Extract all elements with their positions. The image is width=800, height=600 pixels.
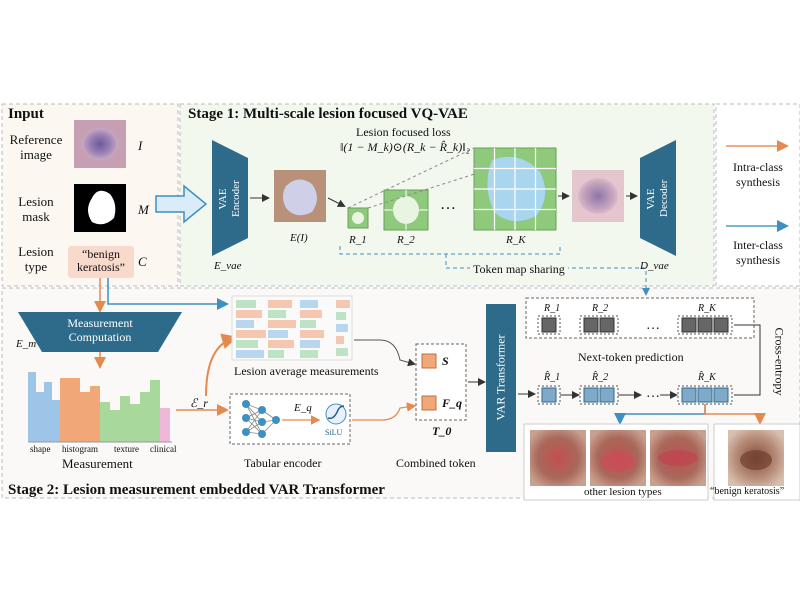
fq-symbol: F_q <box>442 396 463 410</box>
cross-entropy-label: Cross-entropy <box>772 327 787 396</box>
r2-label: R_2 <box>397 234 415 246</box>
input-heading: Input <box>8 106 44 122</box>
em-symbol: E_m <box>16 338 37 350</box>
bar-category-texture: texture <box>114 444 139 454</box>
rk-map <box>473 147 557 231</box>
reference-label: Reference image <box>9 132 63 162</box>
vae-decoder <box>640 140 676 256</box>
other-types-label: other lesion types <box>584 486 662 498</box>
legend-panel <box>715 103 800 287</box>
pred-r1-label: R̂_1 <box>544 372 561 383</box>
type-label: Lesion type <box>18 244 54 274</box>
target-tokens <box>541 317 729 333</box>
mask-label: Lesion mask <box>18 194 54 224</box>
loss-formula: ‖(1 − M_k)⊙(R_k − R̂_k)‖₂ <box>340 140 470 154</box>
measurement-box-label: Measurement Computation <box>67 316 133 344</box>
target-r1-label: R_1 <box>544 303 561 314</box>
stage1-title: Stage 1: Multi-scale lesion focused VQ-V… <box>188 106 468 122</box>
pred-ellipsis: … <box>646 386 660 401</box>
next-token-label: Next-token prediction <box>578 350 684 364</box>
tabular-encoder-label: Tabular encoder <box>244 456 322 470</box>
input-to-stage1-arrow <box>155 184 208 224</box>
lesion-average-grid <box>231 295 353 361</box>
pred-r2-label: R̂_2 <box>592 372 609 383</box>
lesion-type-box <box>68 246 134 278</box>
decoder-symbol: D_vae <box>640 260 669 272</box>
s-token <box>421 353 437 369</box>
type-value: “benign keratosis” <box>77 247 125 274</box>
token-sharing-label: Token map sharing <box>470 262 568 277</box>
benign-label: “benign keratosis” <box>710 486 785 497</box>
combined-token-label: Combined token <box>396 456 476 470</box>
loss-title: Lesion focused loss <box>356 125 451 139</box>
encoder-symbol: E_vae <box>214 260 242 272</box>
silu-label: SiLU <box>325 428 343 437</box>
encoded-label: E(I) <box>290 232 308 244</box>
r1-label: R_1 <box>349 234 367 246</box>
encoder-label: VAE Encoder <box>217 180 242 217</box>
target-r2-label: R_2 <box>592 303 609 314</box>
bar-category-histogram: histogram <box>62 444 98 454</box>
measurement-label: Measurement <box>62 456 133 471</box>
vae-encoder <box>212 140 248 256</box>
var-transformer <box>486 304 516 452</box>
type-symbol: C <box>138 254 147 269</box>
output-image-1 <box>530 430 586 486</box>
measurement-computation <box>18 312 182 352</box>
token-sharing-bracket <box>339 246 561 255</box>
bar-category-shape: shape <box>30 444 51 454</box>
fq-token <box>421 395 437 411</box>
var-transformer-label: VAR Transformer <box>493 334 508 421</box>
rk-label: R_K <box>506 234 526 246</box>
pred-rk-label: R̂_K <box>698 372 716 383</box>
stage1-ellipsis: … <box>440 196 456 213</box>
inter-class-label: Inter-class synthesis <box>733 238 783 267</box>
lesion-average-label: Lesion average measurements <box>234 364 379 378</box>
target-ellipsis: … <box>646 318 660 333</box>
measurement-bars <box>28 372 172 443</box>
target-rk-label: R_K <box>698 303 716 314</box>
intra-class-label: Intra-class synthesis <box>733 160 783 189</box>
decoder-label: VAE Decoder <box>645 179 670 217</box>
er-symbol: ℰ_r <box>190 396 208 410</box>
t0-symbol: T_0 <box>432 424 452 438</box>
s-symbol: S <box>442 354 449 368</box>
eq-symbol: E_q <box>294 402 312 414</box>
mask-symbol: M <box>138 202 149 217</box>
predicted-tokens <box>541 387 729 403</box>
bar-category-clinical: clinical <box>150 444 177 454</box>
stage2-title: Stage 2: Lesion measurement embedded VAR… <box>8 482 385 498</box>
reference-symbol: I <box>138 138 143 153</box>
